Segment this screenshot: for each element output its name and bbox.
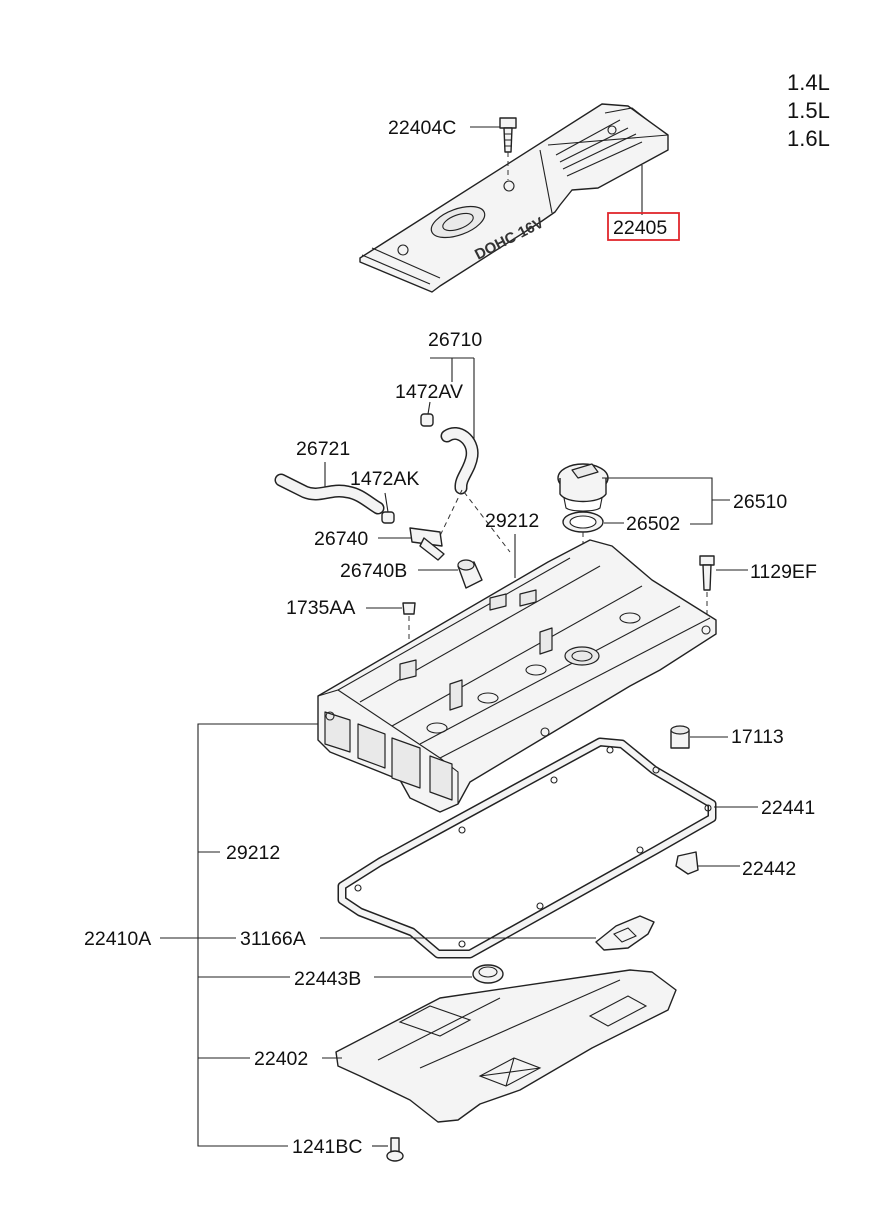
seal-22442[interactable] [675, 851, 699, 875]
grommet-26740b[interactable] [457, 559, 483, 589]
oil-filler-cap-26510[interactable] [557, 463, 609, 512]
callout-29212-top[interactable]: 29212 [485, 510, 539, 532]
callout-22410a[interactable]: 22410A [84, 928, 151, 950]
leader-1472ak [384, 492, 389, 513]
engine-variant-3: 1.6L [787, 126, 830, 151]
leader-26510 [602, 477, 730, 525]
cylinder-head-cover-22410a[interactable] [317, 539, 717, 813]
callout-22442[interactable]: 22442 [742, 858, 796, 880]
callout-22441[interactable]: 22441 [761, 797, 815, 819]
callout-22405[interactable]: 22405 [613, 217, 667, 239]
assembly-bracket-22410a [160, 723, 318, 1147]
screw-1241bc[interactable] [386, 1137, 404, 1162]
leader-26710 [430, 357, 475, 444]
bolt-1129ef[interactable] [699, 555, 715, 622]
callout-1129ef[interactable]: 1129EF [750, 561, 817, 583]
callout-22404c[interactable]: 22404C [388, 117, 456, 139]
seal-22443b[interactable] [472, 964, 504, 984]
clamp-1472av[interactable] [420, 413, 434, 427]
hose-26721[interactable] [274, 473, 385, 515]
clamp-1472ak[interactable] [381, 511, 395, 524]
callout-1241bc[interactable]: 1241BC [292, 1136, 362, 1158]
baffle-plate-22402[interactable] [335, 969, 677, 1123]
callout-26502[interactable]: 26502 [626, 513, 680, 535]
bolt-22404c[interactable] [499, 117, 517, 180]
highlight-box-22405 [607, 212, 680, 241]
callout-29212-bottom[interactable]: 29212 [226, 842, 280, 864]
callout-26740b[interactable]: 26740B [340, 560, 407, 582]
callout-22443b[interactable]: 22443B [294, 968, 361, 990]
callout-1735aa[interactable]: 1735AA [286, 597, 355, 619]
callout-1472av[interactable]: 1472AV [395, 381, 463, 403]
callout-26740[interactable]: 26740 [314, 528, 368, 550]
plug-17113[interactable] [670, 725, 690, 749]
engine-variant-2: 1.5L [787, 98, 830, 123]
hose-26710[interactable] [437, 427, 511, 553]
callout-26721[interactable]: 26721 [296, 438, 350, 460]
pcv-valve-26740[interactable] [409, 527, 445, 561]
callout-26510[interactable]: 26510 [733, 491, 787, 513]
leader-1472av [427, 401, 431, 415]
callout-22402[interactable]: 22402 [254, 1048, 308, 1070]
gasket-22441[interactable] [337, 737, 717, 959]
callout-17113[interactable]: 17113 [731, 726, 784, 748]
plate-31166a[interactable] [595, 915, 655, 951]
callout-31166a[interactable]: 31166A [240, 928, 306, 950]
callout-1472ak[interactable]: 1472AK [350, 468, 419, 490]
engine-variant-1: 1.4L [787, 70, 830, 95]
callout-26710[interactable]: 26710 [428, 329, 482, 351]
engine-variant-list: 1.4L 1.5L 1.6L [787, 70, 830, 151]
